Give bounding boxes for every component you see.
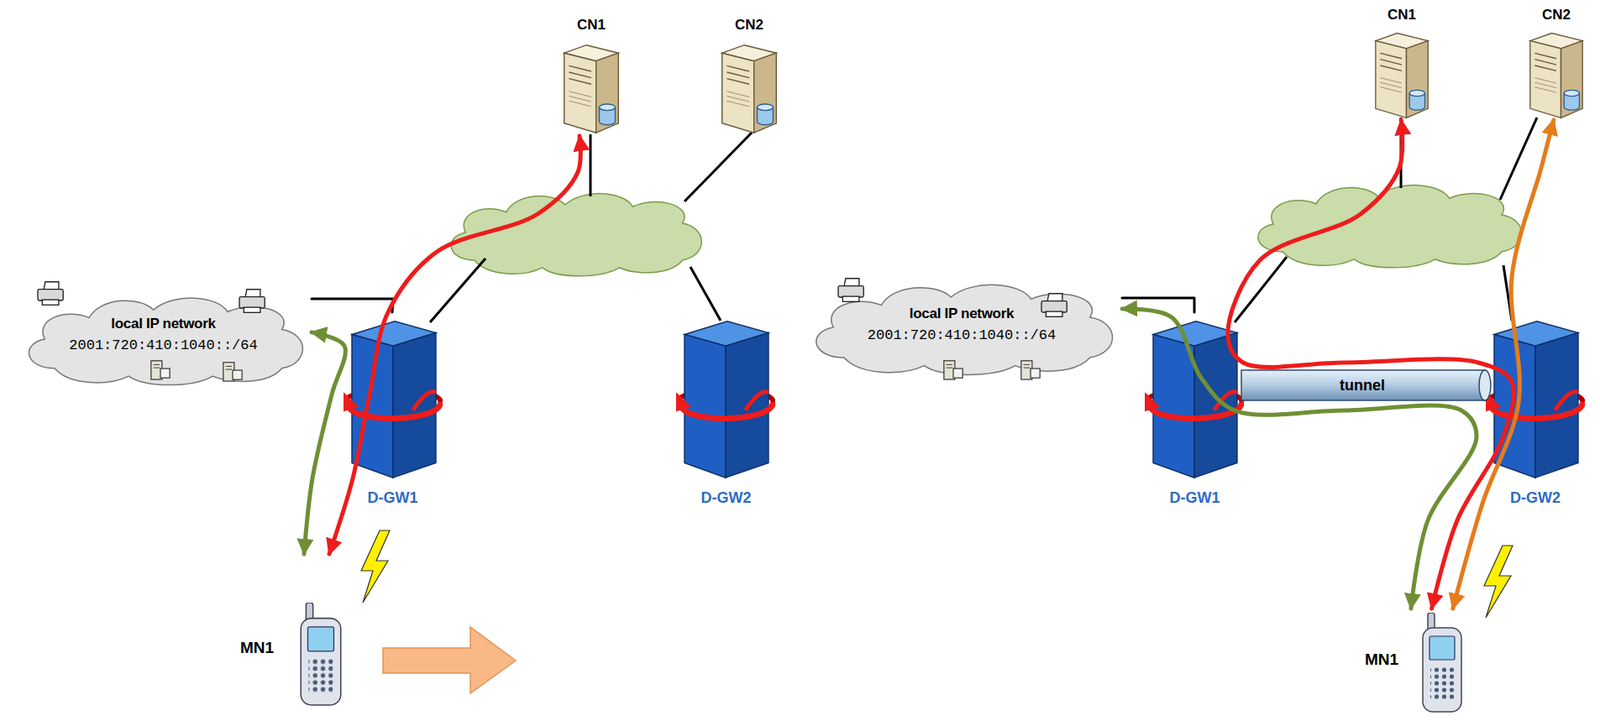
- printer-icon: [1041, 293, 1067, 318]
- printer-icon: [239, 289, 265, 314]
- node-label: CN1: [577, 16, 606, 34]
- computer-icon: [151, 361, 170, 380]
- core-network-cloud: [1258, 185, 1522, 268]
- address-label: 2001:720:410:1040::/64: [867, 327, 1056, 345]
- tunnel-node: tunnel: [1248, 370, 1476, 401]
- gateway-node: D-GW1: [340, 312, 446, 511]
- flow-arrow: [304, 332, 346, 555]
- tunnel-end: [1479, 370, 1491, 401]
- network-link: [1234, 117, 1538, 323]
- node-label: D-GW2: [1510, 489, 1561, 508]
- node-label: D-GW1: [1169, 489, 1221, 508]
- movement-arrow: [382, 627, 516, 694]
- gateway-node: D-GW1: [1142, 312, 1248, 511]
- mobile-node: MN1: [1356, 608, 1475, 717]
- address-label: 2001:720:410:1040::/64: [68, 337, 258, 355]
- server-node: CN1: [1367, 6, 1437, 121]
- node-label: tunnel: [1339, 377, 1385, 395]
- node-label: MN1: [1364, 650, 1399, 670]
- core-network-cloud: [451, 194, 702, 277]
- node-label: CN2: [1542, 6, 1571, 24]
- computer-icon: [1021, 361, 1040, 380]
- phone-icon: [300, 603, 341, 706]
- gateway-icon: [1484, 321, 1584, 478]
- radio-bolt: [1484, 545, 1513, 619]
- node-label: MN1: [240, 639, 274, 658]
- gateway-icon: [674, 321, 774, 478]
- local-network-cloud: [28, 298, 303, 385]
- local-network-cloud: [816, 284, 1113, 375]
- radio-bolt: [361, 530, 390, 604]
- node-label: local IP network: [110, 315, 216, 333]
- server-icon: [1375, 33, 1428, 119]
- node-label: CN2: [734, 16, 764, 34]
- network-node: local IP network2001:720:410:1040::/64: [801, 278, 1123, 378]
- server-icon: [722, 45, 777, 134]
- flow-arrow: [1122, 309, 1477, 609]
- flow-arrow: [329, 136, 581, 555]
- server-node: CN2: [1521, 6, 1591, 121]
- server-node: CN2: [715, 16, 783, 137]
- server-icon: [564, 45, 620, 134]
- flow-arrow: [1453, 120, 1554, 609]
- printer-icon: [838, 278, 864, 303]
- gateway-node: D-GW2: [1484, 312, 1587, 511]
- network-node: local IP network2001:720:410:1040::/64: [15, 290, 312, 389]
- mobile-node: MN1: [235, 554, 353, 714]
- link-line: [311, 299, 394, 313]
- server-icon: [1530, 33, 1583, 119]
- node-label: CN1: [1387, 6, 1417, 24]
- computer-icon: [223, 362, 242, 382]
- phone-icon: [1422, 613, 1462, 713]
- printer-icon: [37, 282, 63, 306]
- node-label: local IP network: [909, 305, 1014, 323]
- computer-icon: [944, 361, 963, 380]
- server-node: CN1: [557, 16, 625, 137]
- gateway-node: D-GW2: [673, 312, 779, 511]
- node-label: D-GW2: [701, 489, 752, 508]
- tunnel-body: [1241, 370, 1485, 401]
- node-label: D-GW1: [367, 489, 419, 508]
- network-link: [430, 132, 752, 323]
